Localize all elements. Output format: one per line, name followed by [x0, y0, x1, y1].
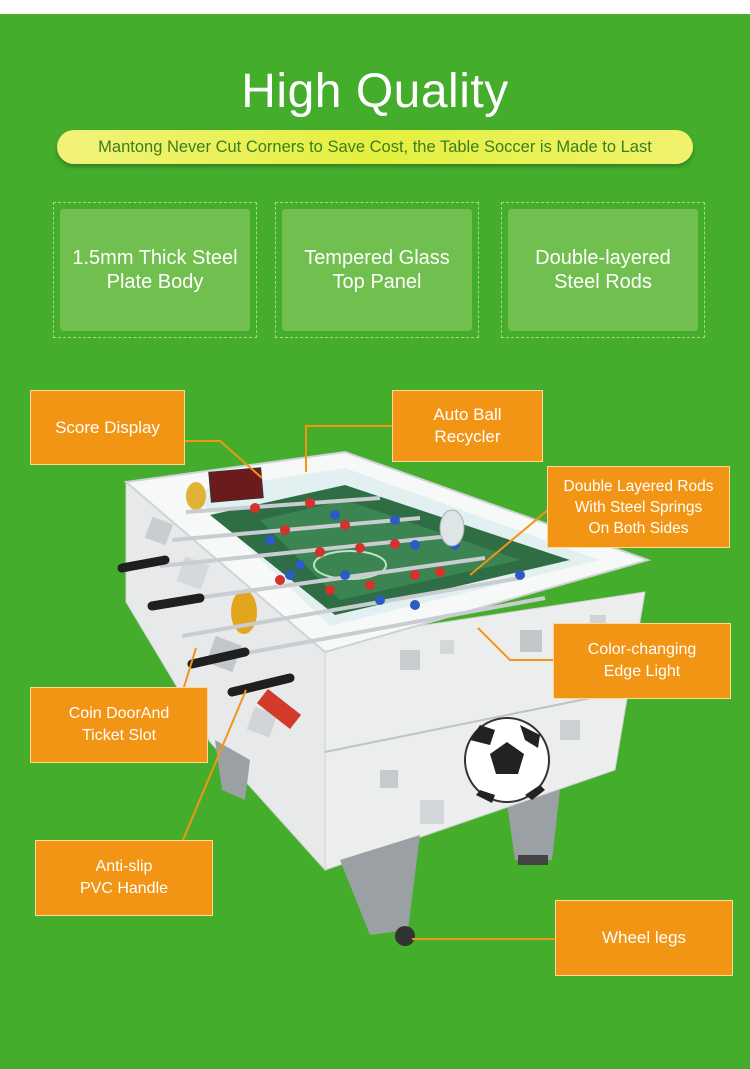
player-rods: [159, 496, 546, 664]
blue-players: [265, 510, 525, 610]
callout-auto-ball-recycler: Auto Ball Recycler: [392, 390, 543, 462]
page-title: High Quality: [241, 65, 509, 118]
subtitle-text: Mantong Never Cut Corners to Save Cost, …: [98, 138, 652, 156]
back-wheel: [518, 855, 548, 865]
feature-label: Tempered Glass Top Panel: [304, 247, 450, 293]
soccer-ball-graphic: [464, 717, 550, 803]
front-wheel: [395, 926, 415, 946]
feature-card-inner: Double-layered Steel Rods: [508, 209, 698, 331]
ball-recycler-dome: [439, 509, 465, 547]
side-leg: [215, 740, 250, 800]
subtitle-banner: Mantong Never Cut Corners to Save Cost, …: [57, 130, 693, 164]
red-players: [250, 498, 445, 595]
leader-lines: [179, 425, 555, 940]
callout-score-display: Score Display: [30, 390, 185, 465]
callout-coin-door: Coin DoorAnd Ticket Slot: [30, 687, 208, 763]
top-strip: [0, 0, 750, 14]
feature-label: 1.5mm Thick Steel Plate Body: [72, 247, 238, 293]
trophy-icon: [186, 482, 206, 510]
callout-double-layered-rods: Double Layered Rods With Steel Springs O…: [547, 466, 730, 548]
score-display-panel: [208, 467, 264, 503]
center-circle: [313, 550, 387, 580]
feature-card-steel-rods: Double-layered Steel Rods: [501, 202, 705, 338]
feature-card-steel-body: 1.5mm Thick Steel Plate Body: [53, 202, 257, 338]
brand-logo-mark: [256, 688, 302, 730]
back-leg: [505, 790, 560, 860]
feature-card-glass-top: Tempered Glass Top Panel: [275, 202, 479, 338]
feature-card-inner: Tempered Glass Top Panel: [282, 209, 472, 331]
callout-color-changing-light: Color-changing Edge Light: [553, 623, 731, 699]
callout-wheel-legs: Wheel legs: [555, 900, 733, 976]
pvc-handles: [117, 555, 295, 697]
feature-label: Double-layered Steel Rods: [535, 247, 671, 293]
callout-anti-slip-handle: Anti-slip PVC Handle: [35, 840, 213, 916]
feature-card-inner: 1.5mm Thick Steel Plate Body: [60, 209, 250, 331]
front-leg: [340, 835, 420, 935]
